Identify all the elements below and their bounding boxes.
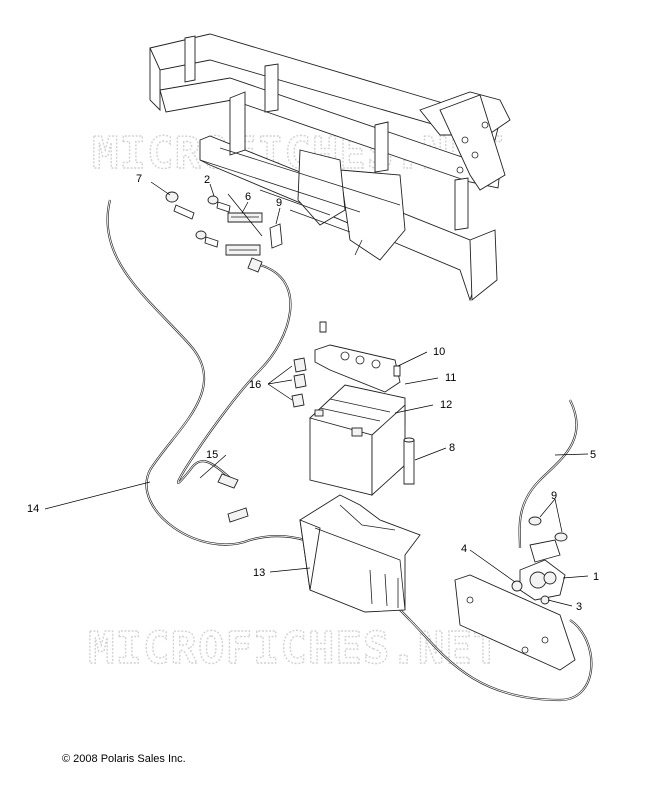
cable-15 xyxy=(177,257,292,523)
hold-down-bracket-11 xyxy=(314,321,401,393)
solenoid-bracket xyxy=(454,574,576,671)
callout-14: 14 xyxy=(27,503,39,515)
callout-12: 12 xyxy=(440,399,452,411)
callout-6: 6 xyxy=(245,191,251,203)
callout-4: 4 xyxy=(461,543,467,555)
nut-3 xyxy=(540,595,550,605)
starter-solenoid-1 xyxy=(519,539,566,601)
frame-assembly xyxy=(149,33,511,302)
callout-13: 13 xyxy=(253,567,265,579)
callout-10: 10 xyxy=(433,346,445,358)
washers-2 xyxy=(195,195,231,248)
callout-9-top: 9 xyxy=(276,197,282,209)
battery-12 xyxy=(309,384,406,497)
watermark-bottom: MICROFICHES.NET xyxy=(88,623,500,674)
fasteners-9-right xyxy=(528,516,568,542)
terminal-block-6 xyxy=(225,212,263,256)
hardware-16 xyxy=(291,357,307,408)
nut-7 xyxy=(165,191,195,220)
leader-lines xyxy=(44,181,589,607)
bolt-9-top xyxy=(269,223,283,249)
cable-5 xyxy=(518,399,578,549)
copyright-footer: © 2008 Polaris Sales Inc. xyxy=(62,753,186,765)
cable-14 xyxy=(106,199,593,702)
nut-4 xyxy=(511,580,523,592)
callout-9-right: 9 xyxy=(551,490,557,502)
battery-box-13 xyxy=(299,494,421,613)
callout-2: 2 xyxy=(204,174,210,186)
callout-8: 8 xyxy=(449,442,455,454)
callout-15: 15 xyxy=(206,449,218,461)
vent-tube-8 xyxy=(403,437,415,485)
callout-3: 3 xyxy=(576,601,582,613)
callout-labels: 7 2 6 9 10 11 16 12 8 15 5 9 14 4 13 1 3 xyxy=(27,173,599,613)
callout-7: 7 xyxy=(136,173,142,185)
callout-5: 5 xyxy=(590,449,596,461)
callout-11: 11 xyxy=(445,372,456,384)
callout-1: 1 xyxy=(593,571,599,583)
callout-16: 16 xyxy=(249,379,261,391)
